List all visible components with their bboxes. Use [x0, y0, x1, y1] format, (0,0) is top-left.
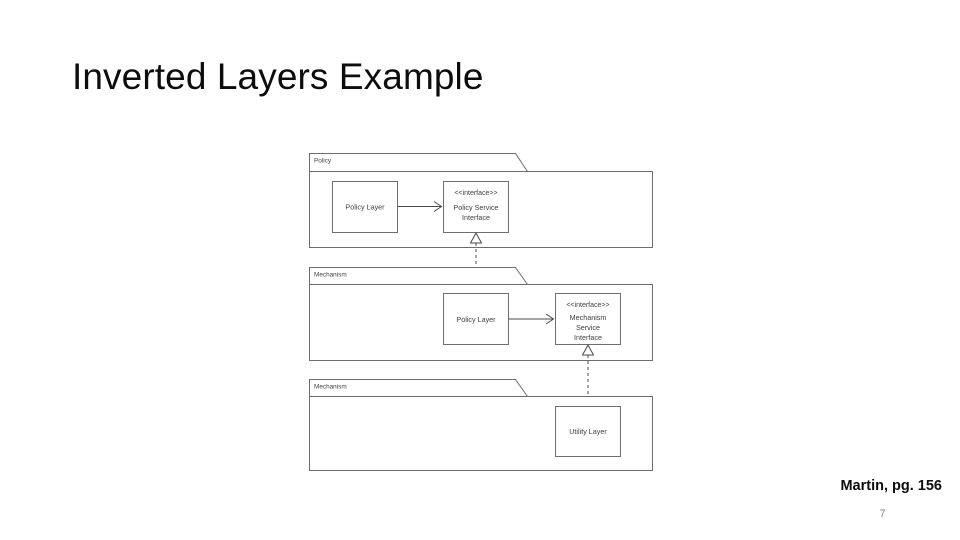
uml-package-diagram: Policy Policy Layer <<interface>> Policy… [300, 145, 665, 480]
package-policy-label: Policy [314, 158, 332, 165]
package-mechanism-2: Mechanism Utility Layer [309, 379, 653, 471]
node-policy-layer[interactable] [332, 181, 398, 233]
node-policy-service-interface-label-line1: Policy Service [453, 203, 498, 212]
node-policy-service-interface-stereotype: <<interface>> [454, 190, 497, 197]
page-title: Inverted Layers Example [72, 56, 484, 97]
node-utility-layer[interactable] [555, 406, 621, 457]
node-mechanism-policy-layer[interactable] [443, 293, 509, 345]
node-mechanism-service-interface-label-line3: Interface [574, 333, 602, 342]
node-mechanism-service-interface-stereotype: <<interface>> [566, 302, 609, 309]
package-mechanism-1-label: Mechanism [314, 272, 347, 279]
node-mechanism-service-interface-label-line2: Service [576, 323, 600, 332]
node-policy-service-interface[interactable] [443, 181, 509, 233]
slide-number: 7 [879, 508, 886, 520]
node-mechanism-service-interface-label-line1: Mechanism [570, 313, 607, 322]
package-policy-tab [309, 153, 529, 172]
node-policy-service-interface-label-line2: Interface [462, 213, 490, 222]
connector-mechanism-policy-layer-to-mechanism-service-interface [508, 313, 555, 325]
package-mechanism-1: Mechanism Policy Layer <<interface>> Mec… [309, 267, 653, 361]
node-mechanism-policy-layer-label: Policy Layer [456, 315, 496, 324]
source-credit: Martin, pg. 156 [840, 478, 942, 494]
node-policy-layer-label: Policy Layer [345, 203, 385, 212]
package-mechanism-2-label: Mechanism [314, 384, 347, 391]
connector-policy-layer-to-policy-service-interface [397, 201, 443, 212]
node-utility-layer-label: Utility Layer [569, 427, 607, 436]
package-policy: Policy Policy Layer <<interface>> Policy… [309, 153, 653, 248]
